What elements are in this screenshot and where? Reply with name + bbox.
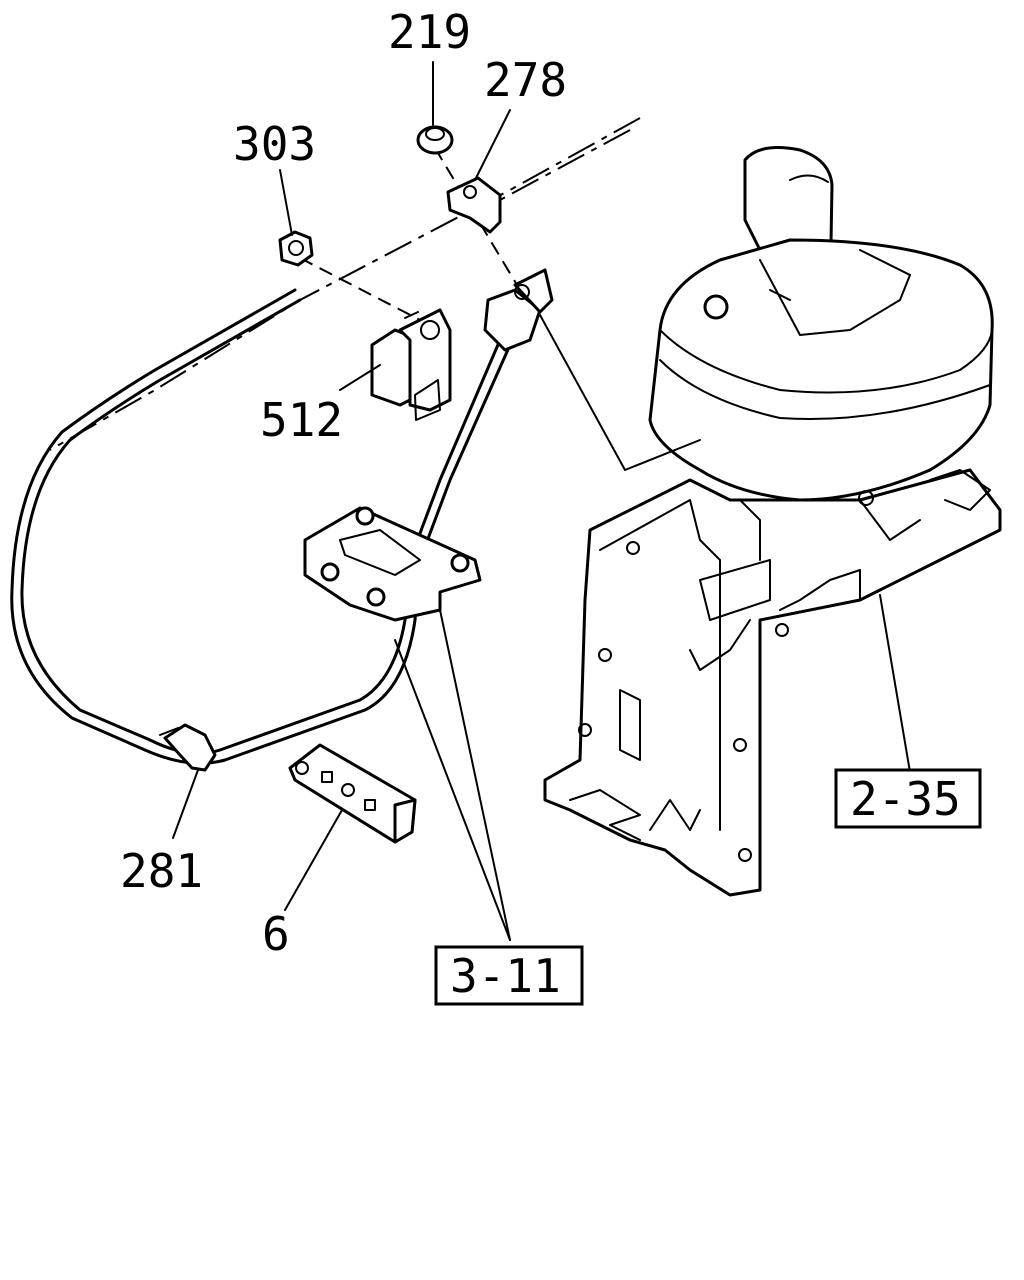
callout-303: 303	[233, 117, 316, 171]
shift-cable	[10, 268, 554, 765]
ref-box-3-11	[434, 945, 584, 1006]
callout-512: 512	[260, 393, 343, 447]
leader-lines	[172, 61, 911, 941]
mounting-plate	[303, 506, 482, 622]
ref-2-35: 2-35	[850, 772, 961, 826]
callout-6: 6	[262, 907, 290, 961]
centerlines	[49, 117, 641, 451]
shifter-assembly	[543, 146, 1002, 897]
spacer-6	[288, 743, 417, 844]
nut-303	[278, 230, 314, 267]
callout-278: 278	[484, 53, 567, 107]
ref-box-2-35	[834, 768, 982, 829]
callout-219: 219	[388, 5, 471, 59]
clamp-281	[159, 723, 217, 772]
clip-278	[446, 176, 502, 234]
ref-3-11: 3-11	[450, 949, 561, 1003]
cable-bracket-512	[370, 308, 452, 421]
grommet-219	[416, 125, 454, 155]
callout-281: 281	[120, 844, 203, 898]
